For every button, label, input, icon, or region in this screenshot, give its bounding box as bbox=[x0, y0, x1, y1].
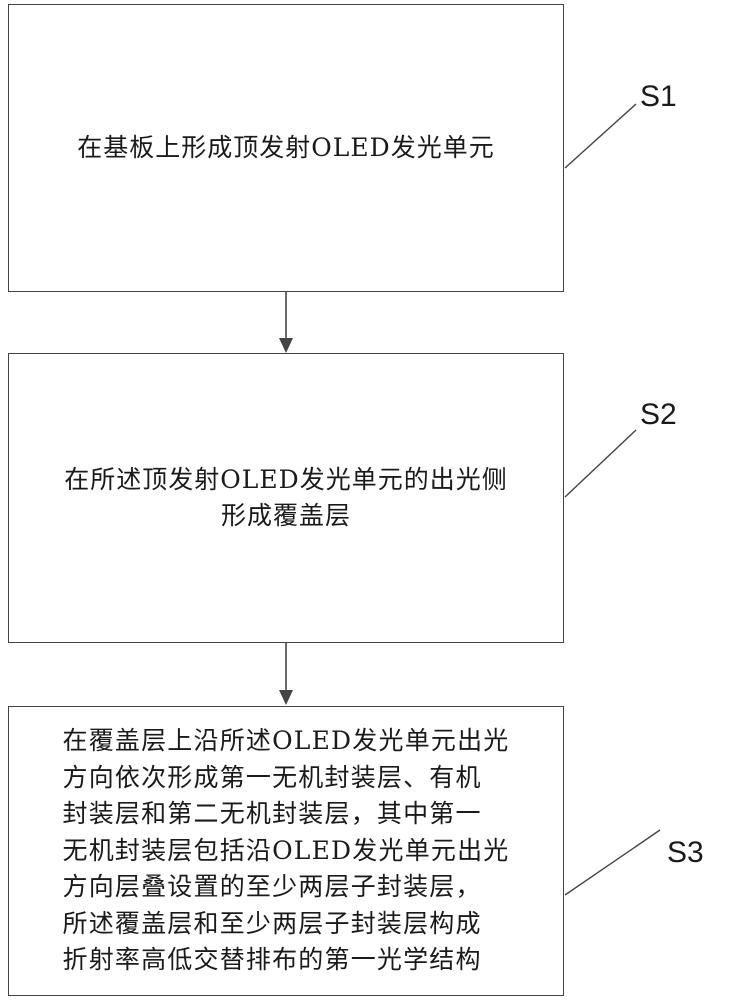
leader-line-s1 bbox=[564, 103, 637, 169]
step-box-s2: 在所述顶发射OLED发光单元的出光侧 形成覆盖层 bbox=[8, 353, 564, 643]
step-label-s1: S1 bbox=[640, 80, 677, 113]
step-label-s3: S3 bbox=[667, 836, 704, 869]
step-s3-line: 无机封装层包括沿OLED发光单元出光 bbox=[62, 835, 510, 865]
step-text-s2: 在所述顶发射OLED发光单元的出光侧 形成覆盖层 bbox=[46, 462, 525, 534]
leader-line-s3 bbox=[564, 829, 661, 896]
step-s3-line: 所述覆盖层和至少两层子封装层构成 bbox=[62, 908, 482, 938]
step-s2-line: 形成覆盖层 bbox=[220, 501, 351, 530]
step-s3-line: 方向层叠设置的至少两层子封装层， bbox=[62, 872, 482, 902]
step-s3-line: 在覆盖层上沿所述OLED发光单元出光 bbox=[62, 726, 510, 756]
step-s1-line: 在基板上形成顶发射OLED发光单元 bbox=[77, 133, 495, 162]
step-s3-line: 折射率高低交替排布的第一光学结构 bbox=[62, 945, 482, 975]
step-s3-line: 封装层和第二无机封装层，其中第一 bbox=[62, 799, 482, 829]
step-s2-line: 在所述顶发射OLED发光单元的出光侧 bbox=[64, 465, 508, 494]
step-text-s1: 在基板上形成顶发射OLED发光单元 bbox=[59, 130, 512, 166]
leader-line-s2 bbox=[564, 429, 637, 498]
arrowhead-s2-s3 bbox=[279, 690, 293, 705]
step-box-s1: 在基板上形成顶发射OLED发光单元 bbox=[8, 4, 564, 292]
step-text-s3: 在覆盖层上沿所述OLED发光单元出光 方向依次形成第一无机封装层、有机 封装层和… bbox=[41, 723, 532, 979]
step-box-s3: 在覆盖层上沿所述OLED发光单元出光 方向依次形成第一无机封装层、有机 封装层和… bbox=[8, 706, 564, 996]
arrowhead-s1-s2 bbox=[279, 338, 293, 353]
step-label-s2: S2 bbox=[640, 398, 677, 431]
step-s3-line: 方向依次形成第一无机封装层、有机 bbox=[62, 762, 482, 792]
